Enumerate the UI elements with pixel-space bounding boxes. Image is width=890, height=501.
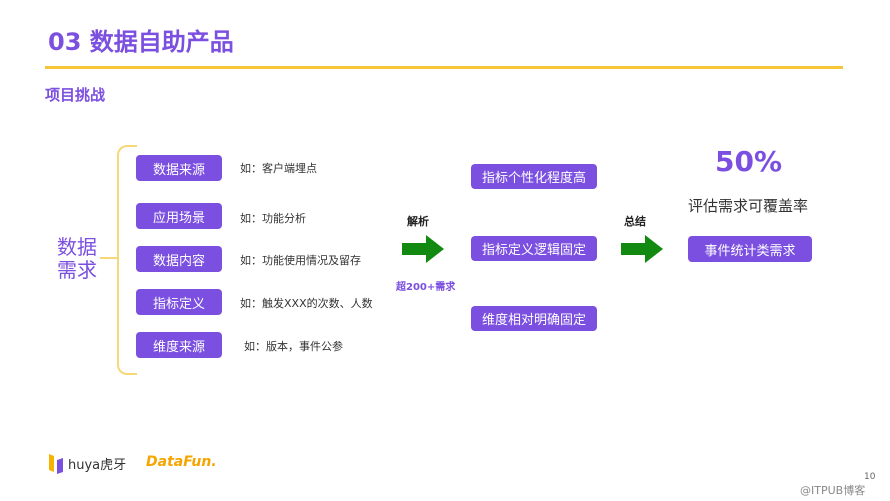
requirement-example: 如：功能使用情况及留存 bbox=[240, 254, 361, 267]
page-title: 03 数据自助产品 bbox=[48, 28, 234, 56]
root-label: 数据需求 bbox=[57, 235, 97, 282]
arrow-right-icon bbox=[621, 235, 663, 263]
huya-logo-icon bbox=[49, 454, 63, 474]
requirement-example: 如：客户端埋点 bbox=[240, 162, 317, 175]
requirement-box: 数据来源 bbox=[136, 155, 222, 181]
coverage-percent: 50% bbox=[715, 145, 783, 178]
bracket bbox=[117, 145, 137, 375]
result-box: 事件统计类需求 bbox=[688, 236, 812, 262]
requirement-example: 如：触发XXX的次数、人数 bbox=[240, 297, 373, 310]
step-summary-label: 总结 bbox=[624, 215, 646, 228]
arrow-right-icon bbox=[402, 235, 444, 263]
finding-box: 指标个性化程度高 bbox=[471, 164, 597, 189]
step-parse-label: 解析 bbox=[407, 215, 429, 228]
requirement-box: 指标定义 bbox=[136, 289, 222, 315]
finding-box: 指标定义逻辑固定 bbox=[471, 236, 597, 261]
requirement-box: 应用场景 bbox=[136, 203, 222, 229]
watermark: @ITPUB博客 bbox=[800, 484, 866, 497]
page-number: 10 bbox=[864, 472, 876, 482]
step-parse-note: 超200+需求 bbox=[396, 282, 456, 293]
title-divider bbox=[45, 66, 843, 69]
coverage-caption: 评估需求可覆盖率 bbox=[688, 197, 809, 215]
datafun-logo: DataFun. bbox=[146, 454, 217, 470]
requirement-example: 如：功能分析 bbox=[240, 212, 306, 225]
finding-box: 维度相对明确固定 bbox=[471, 306, 597, 331]
requirement-example: 如：版本，事件公参 bbox=[244, 340, 343, 353]
requirement-box: 数据内容 bbox=[136, 246, 222, 272]
huya-logo-text: huya虎牙 bbox=[68, 457, 127, 473]
bracket-tip bbox=[100, 257, 118, 259]
section-title: 项目挑战 bbox=[45, 86, 106, 104]
huya-logo: huya虎牙 bbox=[48, 452, 126, 474]
requirement-box: 维度来源 bbox=[136, 332, 222, 358]
